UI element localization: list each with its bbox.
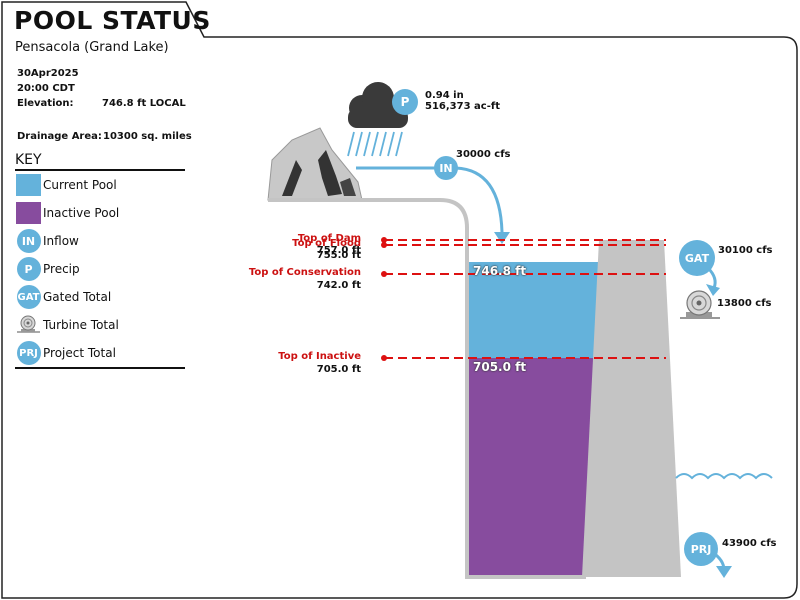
inflow-arrow xyxy=(455,166,504,233)
inactive-pool xyxy=(469,358,594,576)
top-of-inactive-label: Top of Inactive xyxy=(278,351,361,362)
gated-arrowhead xyxy=(706,284,720,296)
current-pool-label: 746.8 ft xyxy=(473,264,527,278)
top-of-inactive-value: 705.0 ft xyxy=(316,364,361,375)
key-item-precip: P Precip xyxy=(16,257,80,281)
gated-value: 30100 cfs xyxy=(718,245,773,256)
top-of-flood-label: Top of Flood xyxy=(292,238,361,249)
turbine-icon xyxy=(17,315,40,333)
inflow-arrowhead xyxy=(494,232,510,244)
precip-volume: 516,373 ac-ft xyxy=(425,101,500,112)
key-item-inactive-pool: Inactive Pool xyxy=(16,201,119,225)
inactive-pool-swatch xyxy=(16,202,41,224)
project-badge: PRJ xyxy=(684,532,718,566)
key-item-project-total: PRJ Project Total xyxy=(16,341,116,365)
key-item-current-pool: Current Pool xyxy=(16,173,117,197)
inflow-icon: IN xyxy=(16,229,41,253)
precip-inches: 0.94 in xyxy=(425,90,464,101)
key-label: Current Pool xyxy=(43,178,117,192)
project-icon: PRJ xyxy=(16,341,41,365)
project-arrowhead xyxy=(716,566,732,578)
precip-badge: P xyxy=(392,89,418,115)
report-time: 20:00 CDT xyxy=(17,83,75,94)
page-title: POOL STATUS xyxy=(14,6,211,35)
top-of-dam-label: Top of Dam xyxy=(297,233,361,244)
key-item-turbine-total: Turbine Total xyxy=(16,313,119,337)
key-label: Inflow xyxy=(43,234,79,248)
gated-badge: GAT xyxy=(679,240,715,276)
top-of-dam-value: 757.0 ft xyxy=(316,245,361,256)
tailwater-waves xyxy=(675,473,773,480)
key-label: Turbine Total xyxy=(43,318,119,332)
key-label: Inactive Pool xyxy=(43,206,120,220)
level-lines xyxy=(384,239,666,359)
top-of-flood-value: 755.0 ft xyxy=(316,250,361,261)
reservoir-bank xyxy=(268,198,469,578)
project-name: Pensacola (Grand Lake) xyxy=(15,40,169,55)
key-label: Project Total xyxy=(43,346,116,360)
gated-icon: GAT xyxy=(16,285,41,309)
turbine-value: 13800 cfs xyxy=(717,298,772,309)
elevation-value: 746.8 ft LOCAL xyxy=(102,98,186,109)
turbine-icon xyxy=(680,290,720,319)
dam xyxy=(582,240,681,577)
mountain-icon xyxy=(267,127,363,201)
report-date: 30Apr2025 xyxy=(17,68,79,79)
drainage-label: Drainage Area: xyxy=(17,131,102,142)
key-item-gated-total: GAT Gated Total xyxy=(16,285,111,309)
key-label: Precip xyxy=(43,262,80,276)
elevation-label: Elevation: xyxy=(17,98,74,109)
rain-cloud-icon xyxy=(347,82,408,157)
project-value: 43900 cfs xyxy=(722,538,777,549)
precip-icon: P xyxy=(16,257,41,281)
top-of-conservation-value: 742.0 ft xyxy=(316,280,361,291)
drainage-value: 10300 sq. miles xyxy=(103,131,192,142)
top-of-conservation-label: Top of Conservation xyxy=(248,267,361,278)
current-pool-swatch xyxy=(16,174,41,196)
key-divider-bottom xyxy=(15,367,185,369)
inflow-badge: IN xyxy=(434,156,458,180)
inactive-pool-label: 705.0 ft xyxy=(473,360,527,374)
key-item-inflow: IN Inflow xyxy=(16,229,79,253)
key-label: Gated Total xyxy=(43,290,112,304)
inflow-value: 30000 cfs xyxy=(456,149,511,160)
key-divider-top xyxy=(15,169,185,171)
current-pool xyxy=(469,262,600,358)
key-title: KEY xyxy=(15,152,42,168)
